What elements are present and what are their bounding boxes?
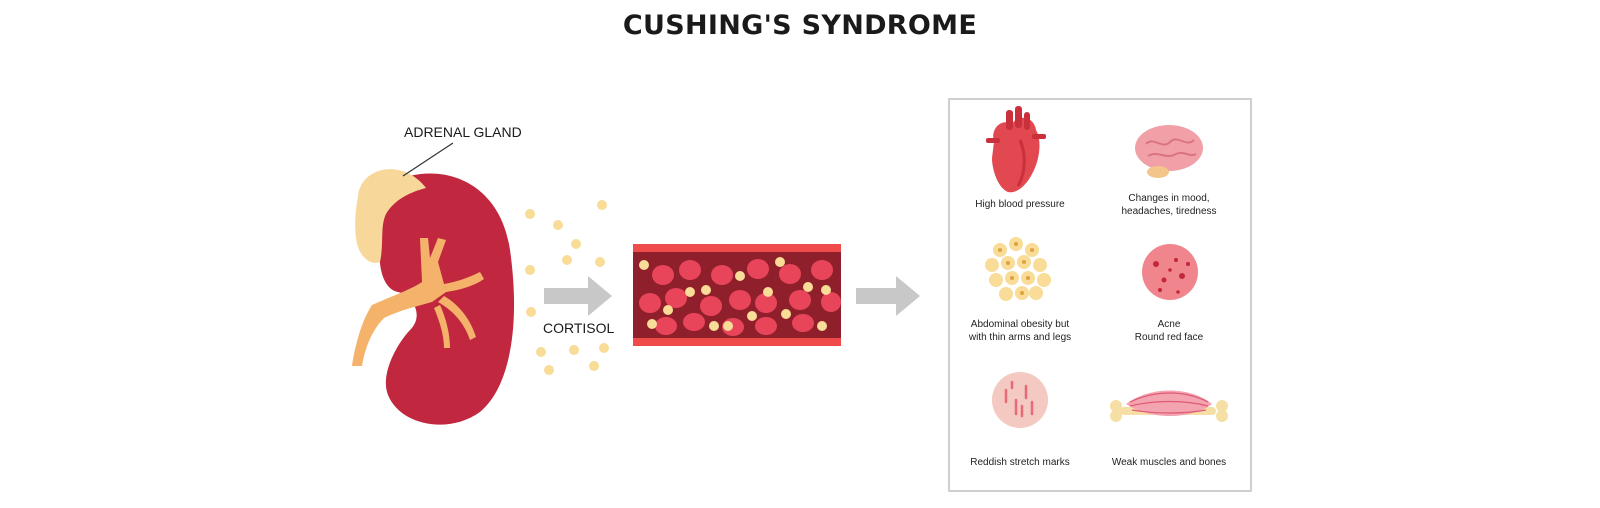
adrenal-gland-label: ADRENAL GLAND	[404, 124, 522, 140]
symptom-caption-acne: Acne Round red face	[1134, 319, 1204, 343]
symptom-caption-muscles: Weak muscles and bones	[1111, 457, 1227, 468]
page-title: CUSHING'S SYNDROME	[622, 10, 978, 41]
cortisol-label: CORTISOL	[543, 320, 615, 336]
stretch-marks-icon	[992, 372, 1048, 428]
adrenal-gland-shape	[355, 169, 426, 263]
symptom-caption-mood: Changes in mood, headaches, tiredness	[1121, 193, 1217, 217]
cortisol-dots	[525, 200, 609, 375]
brain-icon	[1135, 125, 1203, 178]
heart-icon	[986, 106, 1046, 193]
symptom-caption-high-blood-pressure: High blood pressure	[975, 199, 1065, 210]
blood-vessel-illustration	[633, 244, 841, 346]
adrenal-pointer-line	[402, 142, 454, 177]
arrow-right-icon	[544, 276, 612, 316]
acne-skin-icon	[1142, 244, 1198, 300]
kidney-illustration	[352, 173, 515, 425]
symptom-icons	[985, 106, 1228, 428]
symptoms-panel: High blood pressure Changes in mood, hea…	[948, 98, 1252, 492]
symptom-caption-obesity: Abdominal obesity but with thin arms and…	[968, 319, 1072, 343]
symptom-caption-stretch-marks: Reddish stretch marks	[970, 457, 1070, 468]
fat-cells-icon	[985, 237, 1051, 301]
muscle-bone-icon	[1110, 390, 1228, 422]
arrow-right-icon	[856, 276, 920, 316]
